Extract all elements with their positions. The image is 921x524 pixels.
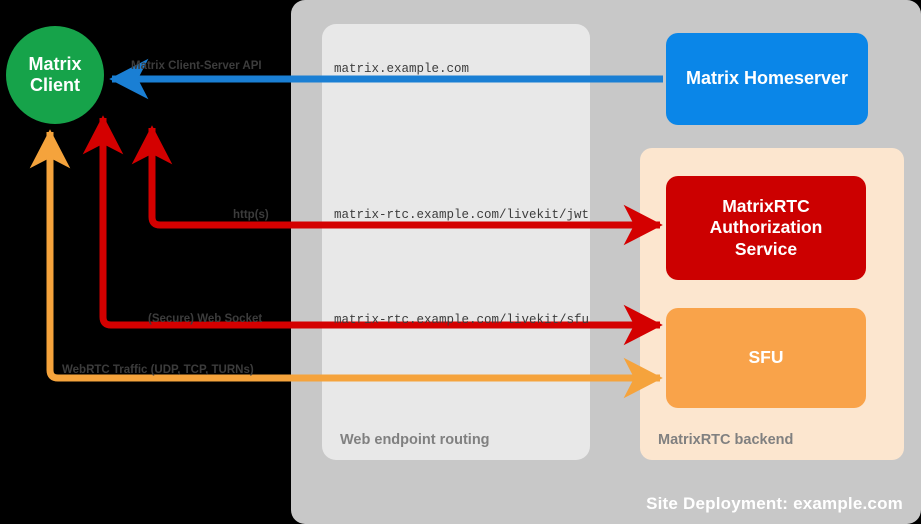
edge-label-client-server-api: Matrix Client-Server API: [131, 60, 262, 72]
node-matrixrtc-authorization-service[interactable]: MatrixRTC Authorization Service: [666, 176, 866, 280]
edge-label-websocket: (Secure) Web Socket: [148, 313, 263, 325]
edge-label-webrtc: WebRTC Traffic (UDP, TCP, TURNs): [62, 364, 254, 376]
matrix-client-label-line1: Matrix: [28, 53, 82, 74]
matrix-client-label-line2: Client: [29, 75, 80, 95]
endpoint-label-jwt-path: matrix-rtc.example.com/livekit/jwt: [334, 208, 590, 222]
auth-service-label-line1: MatrixRTC: [722, 195, 810, 216]
auth-service-label-line3: Service: [734, 238, 798, 259]
site-deployment-label: Site Deployment: example.com: [646, 494, 903, 513]
endpoint-label-matrix-domain: matrix.example.com: [334, 62, 470, 76]
endpoint-label-sfu-path: matrix-rtc.example.com/livekit/sfu: [334, 313, 590, 327]
node-matrix-homeserver[interactable]: Matrix Homeserver: [666, 33, 868, 125]
node-matrix-client[interactable]: Matrix Client: [6, 26, 104, 124]
web-endpoint-routing-label: Web endpoint routing: [340, 432, 490, 448]
matrix-homeserver-label: Matrix Homeserver: [685, 68, 849, 89]
auth-service-label-line2: Authorization: [709, 217, 823, 238]
edge-websocket-return: [82, 115, 240, 329]
edge-label-https: http(s): [233, 209, 269, 221]
node-sfu[interactable]: SFU: [666, 308, 866, 408]
matrixrtc-backend-label: MatrixRTC backend: [658, 432, 794, 448]
sfu-label: SFU: [748, 347, 784, 368]
web-endpoint-routing-panel: Web endpoint routing: [322, 24, 590, 460]
edge-webrtc-return: [29, 129, 286, 382]
